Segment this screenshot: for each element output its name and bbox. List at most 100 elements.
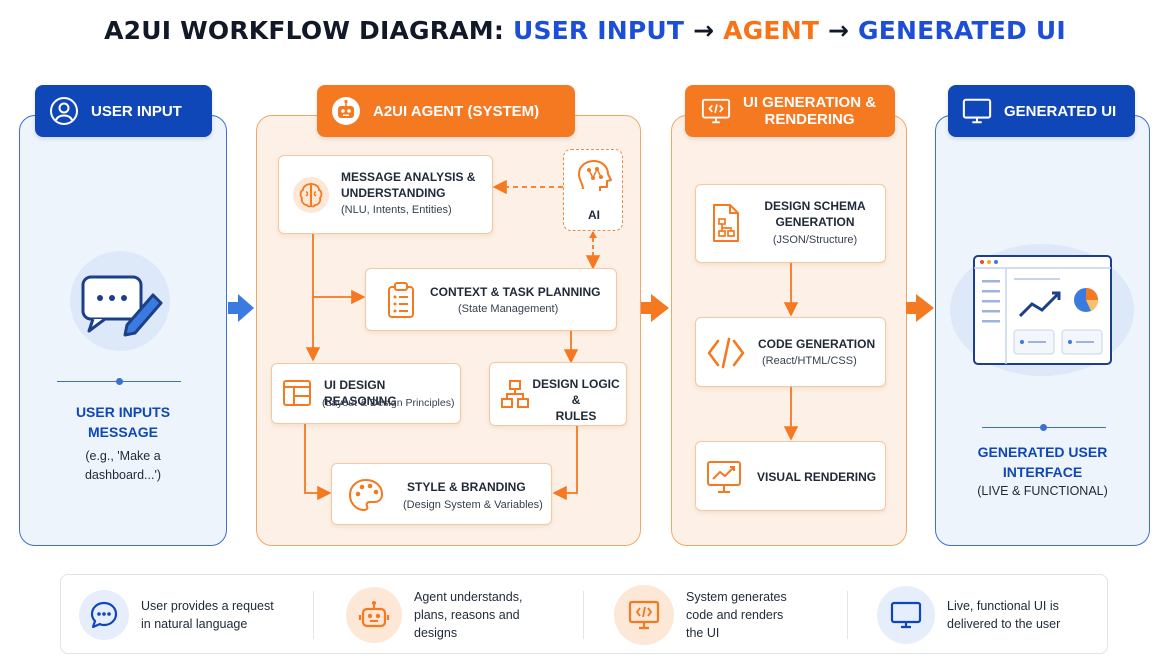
robot-icon bbox=[346, 587, 402, 643]
summary-item-user: User provides a request in natural langu… bbox=[79, 575, 274, 655]
brain-icon bbox=[292, 176, 330, 214]
generation-header-line1: UI GENERATION & bbox=[743, 94, 877, 111]
visual-rendering-title: VISUAL RENDERING bbox=[757, 470, 877, 484]
robot-icon bbox=[331, 96, 361, 126]
ai-box: AI bbox=[563, 149, 623, 231]
code-generation-sub: (React/HTML/CSS) bbox=[762, 355, 857, 367]
generation-header-label: UI GENERATION & RENDERING bbox=[743, 94, 876, 128]
context-planning-sub: (State Management) bbox=[458, 303, 559, 315]
hierarchy-icon bbox=[500, 379, 530, 409]
context-planning-title: CONTEXT & TASK PLANNING bbox=[430, 285, 601, 299]
layout-icon bbox=[282, 378, 312, 408]
summary-text-system: System generates code and renders the UI bbox=[686, 588, 787, 642]
generation-header-line2: RENDERING bbox=[764, 111, 855, 128]
user-icon bbox=[49, 96, 79, 126]
summary-agent-line2: plans, reasons and bbox=[414, 608, 520, 622]
arrow-agent-to-generation bbox=[641, 294, 669, 322]
style-branding-title: STYLE & BRANDING bbox=[407, 480, 526, 494]
summary-user-line2: in natural language bbox=[141, 617, 248, 631]
user-input-divider-dot bbox=[116, 378, 123, 385]
ai-label: AI bbox=[588, 208, 600, 222]
user-input-caption: USER INPUTS MESSAGE bbox=[19, 402, 227, 442]
summary-live-line2: delivered to the user bbox=[947, 617, 1061, 631]
summary-text-live: Live, functional UI is delivered to the … bbox=[947, 597, 1060, 633]
title-prefix: A2UI WORKFLOW DIAGRAM: bbox=[104, 16, 513, 45]
code-monitor-icon bbox=[614, 585, 674, 645]
message-analysis-title-line2: UNDERSTANDING bbox=[341, 186, 446, 200]
chat-icon bbox=[79, 590, 129, 640]
summary-item-system: System generates code and renders the UI bbox=[614, 575, 787, 655]
ui-design-sub: (Layout & Design Principles) bbox=[322, 397, 455, 409]
card-visual-rendering: VISUAL RENDERING bbox=[695, 441, 886, 511]
title-arrow-1: → bbox=[684, 16, 724, 45]
schema-file-icon bbox=[710, 203, 742, 243]
summary-system-line2: code and renders bbox=[686, 608, 784, 622]
design-schema-title-line1: DESIGN SCHEMA bbox=[764, 199, 866, 213]
summary-divider-1 bbox=[313, 591, 314, 639]
generated-divider-dot bbox=[1040, 424, 1047, 431]
palette-icon bbox=[347, 477, 385, 513]
design-schema-title: DESIGN SCHEMA GENERATION bbox=[754, 198, 876, 230]
user-input-header: USER INPUT bbox=[35, 85, 212, 137]
summary-agent-line3: designs bbox=[414, 626, 458, 640]
card-ui-design-reasoning: UI DESIGN REASONING (Layout & Design Pri… bbox=[271, 363, 461, 424]
title-arrow-2: → bbox=[819, 16, 859, 45]
ai-brain-icon bbox=[575, 157, 613, 200]
summary-text-user: User provides a request in natural langu… bbox=[141, 597, 274, 633]
arrow-user-to-agent bbox=[228, 294, 254, 322]
generated-caption-line1: GENERATED USER bbox=[977, 444, 1108, 460]
generated-caption-line2: INTERFACE bbox=[1002, 464, 1083, 480]
clipboard-icon bbox=[384, 281, 418, 319]
style-branding-sub: (Design System & Variables) bbox=[403, 499, 543, 511]
design-schema-sub: (JSON/Structure) bbox=[772, 234, 858, 246]
card-style-branding: STYLE & BRANDING (Design System & Variab… bbox=[331, 463, 552, 525]
design-logic-title-line2: RULES bbox=[555, 409, 597, 423]
summary-item-live: Live, functional UI is delivered to the … bbox=[877, 575, 1060, 655]
message-analysis-title: MESSAGE ANALYSIS & UNDERSTANDING bbox=[341, 169, 475, 201]
card-design-logic: DESIGN LOGIC & RULES bbox=[489, 362, 627, 426]
user-input-example: (e.g., 'Make a dashboard...') bbox=[19, 447, 227, 485]
agent-header: A2UI AGENT (SYSTEM) bbox=[317, 85, 575, 137]
code-monitor-icon bbox=[701, 96, 731, 126]
design-schema-title-line2: GENERATION bbox=[775, 215, 855, 229]
card-context-planning: CONTEXT & TASK PLANNING (State Managemen… bbox=[365, 268, 617, 331]
arrow-generation-to-generated bbox=[906, 294, 934, 322]
summary-strip: User provides a request in natural langu… bbox=[60, 574, 1108, 654]
summary-system-line1: System generates bbox=[686, 590, 787, 604]
ui-design-title: UI DESIGN REASONING bbox=[324, 378, 397, 408]
user-input-caption-line2: MESSAGE bbox=[87, 424, 158, 440]
dashboard-illustration bbox=[948, 238, 1136, 378]
title-generated-ui: GENERATED UI bbox=[858, 16, 1066, 45]
code-icon bbox=[706, 336, 746, 370]
title-agent: AGENT bbox=[723, 16, 820, 45]
card-message-analysis: MESSAGE ANALYSIS & UNDERSTANDING (NLU, I… bbox=[278, 155, 493, 234]
chart-monitor-icon bbox=[706, 459, 742, 495]
generated-header-label: GENERATED UI bbox=[1004, 102, 1117, 120]
summary-text-agent: Agent understands, plans, reasons and de… bbox=[414, 588, 522, 642]
generation-header: UI GENERATION & RENDERING bbox=[685, 85, 895, 137]
message-analysis-title-line1: MESSAGE ANALYSIS & bbox=[341, 170, 476, 184]
monitor-icon bbox=[962, 96, 992, 126]
summary-divider-3 bbox=[847, 591, 848, 639]
generated-sub: (LIVE & FUNCTIONAL) bbox=[977, 484, 1108, 498]
summary-agent-line1: Agent understands, bbox=[414, 590, 523, 604]
user-input-header-label: USER INPUT bbox=[91, 102, 182, 120]
message-analysis-sub: (NLU, Intents, Entities) bbox=[341, 204, 452, 216]
generated-caption: GENERATED USER INTERFACE bbox=[935, 442, 1150, 482]
message-illustration bbox=[57, 251, 183, 351]
agent-header-label: A2UI AGENT (SYSTEM) bbox=[373, 102, 540, 120]
design-logic-title: DESIGN LOGIC & RULES bbox=[532, 376, 620, 424]
user-input-example-line1: (e.g., 'Make a bbox=[85, 449, 161, 463]
card-code-generation: CODE GENERATION (React/HTML/CSS) bbox=[695, 317, 886, 387]
summary-live-line1: Live, functional UI is bbox=[947, 599, 1059, 613]
user-input-example-line2: dashboard...') bbox=[84, 468, 162, 482]
summary-item-agent: Agent understands, plans, reasons and de… bbox=[346, 575, 522, 655]
generated-header: GENERATED UI bbox=[948, 85, 1135, 137]
summary-divider-2 bbox=[583, 591, 584, 639]
summary-system-line3: the UI bbox=[686, 626, 720, 640]
design-logic-title-line1: DESIGN LOGIC & bbox=[532, 377, 620, 407]
monitor-icon bbox=[877, 586, 935, 644]
summary-user-line1: User provides a request bbox=[141, 599, 274, 613]
code-generation-title: CODE GENERATION bbox=[758, 337, 876, 351]
user-input-caption-line1: USER INPUTS bbox=[75, 404, 171, 420]
